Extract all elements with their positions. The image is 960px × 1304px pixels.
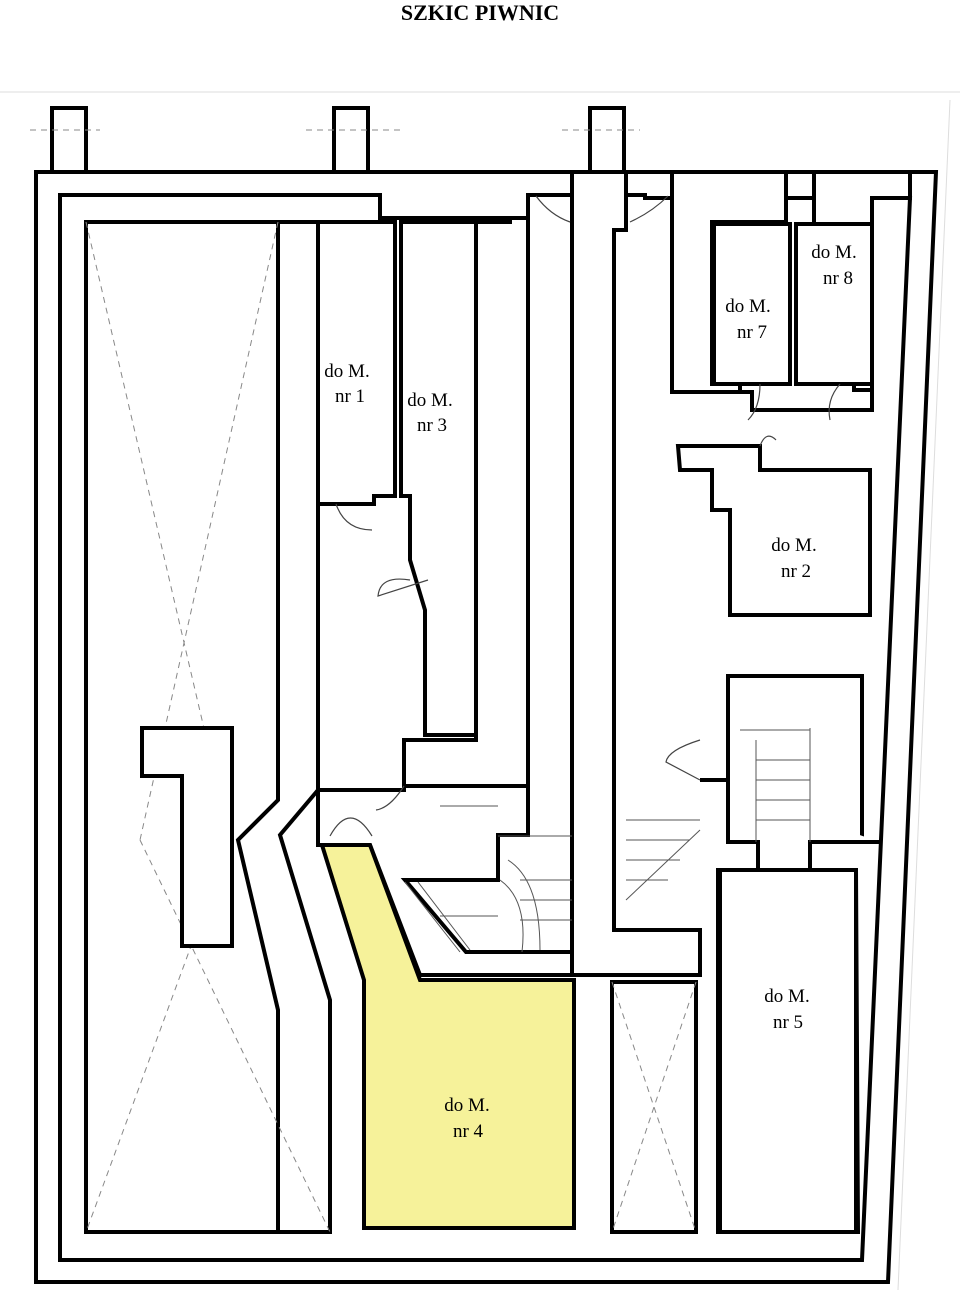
page-title: SZKIC PIWNIC xyxy=(400,0,560,25)
svg-text:nr 3: nr 3 xyxy=(417,415,447,436)
chimney-1 xyxy=(50,106,88,174)
room-m1-walls xyxy=(316,220,397,506)
room-m4 xyxy=(319,843,576,1230)
svg-text:do M.: do M. xyxy=(444,1095,489,1116)
svg-text:nr 4: nr 4 xyxy=(453,1121,484,1142)
svg-text:do M.: do M. xyxy=(811,242,856,263)
room-m2-walls xyxy=(675,444,872,617)
svg-text:nr 5: nr 5 xyxy=(773,1012,803,1033)
svg-text:do M.: do M. xyxy=(771,535,816,556)
room-label-m2: do M. nr 2 xyxy=(771,535,816,582)
central-wall xyxy=(570,170,702,977)
room-m5 xyxy=(718,868,858,1234)
svg-text:nr 1: nr 1 xyxy=(335,386,365,407)
svg-text:nr 7: nr 7 xyxy=(737,322,767,343)
room-label-m5: do M. nr 5 xyxy=(764,986,809,1033)
room-label-m7: do M. nr 7 xyxy=(725,296,770,343)
room-label-m3: do M. nr 3 xyxy=(407,390,452,436)
chimney-2 xyxy=(332,106,370,174)
left-cellar-right-wall xyxy=(235,220,332,1234)
central-stairs xyxy=(404,805,572,953)
room-label-m1: do M. nr 1 xyxy=(324,361,369,407)
pillar xyxy=(140,726,234,948)
corridor-right-wall xyxy=(672,382,874,412)
svg-text:do M.: do M. xyxy=(324,361,369,382)
room-m7 xyxy=(712,222,792,386)
svg-text:do M.: do M. xyxy=(764,986,809,1007)
chimney-3 xyxy=(588,106,626,174)
svg-text:nr 2: nr 2 xyxy=(781,561,811,582)
svg-text:do M.: do M. xyxy=(725,296,770,317)
middle-lower-cellar xyxy=(610,980,698,1234)
right-stairs xyxy=(625,728,811,901)
room-label-m4: do M. nr 4 xyxy=(444,1095,489,1142)
doors xyxy=(329,195,841,837)
svg-text:nr 8: nr 8 xyxy=(823,268,853,289)
room-m8 xyxy=(794,222,874,386)
room-m8-walls xyxy=(812,170,912,226)
svg-text:do M.: do M. xyxy=(407,390,452,411)
room-label-m8: do M. nr 8 xyxy=(811,242,856,289)
